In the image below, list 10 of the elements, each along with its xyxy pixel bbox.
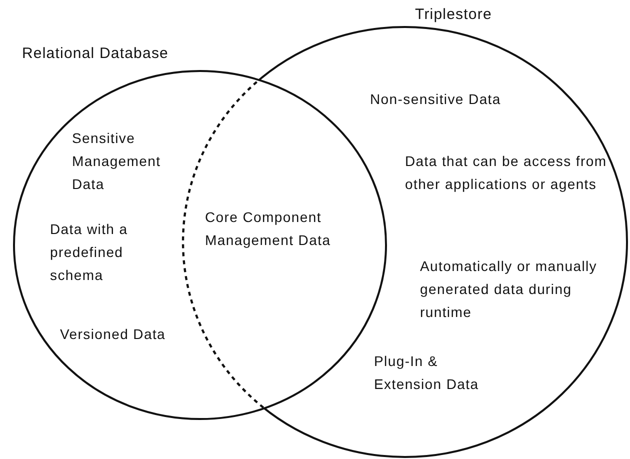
category-text: Sensitive Management Data (72, 129, 162, 194)
category-text: Plug-In & Extension Data (374, 352, 480, 394)
category-text: Data with a predefined schema (50, 220, 129, 285)
category-text: Automatically or manually generated data during runtime (420, 257, 598, 322)
category-text: Versioned Data (60, 325, 167, 344)
circle-title: Relational Database (22, 44, 170, 64)
circle-title: Triplestore (415, 5, 493, 25)
overlap-text: Core Component Management Data (205, 208, 332, 250)
category-text: Data that can be access from other applications or agents (405, 152, 608, 194)
category-text: Non-sensitive Data (370, 90, 502, 109)
